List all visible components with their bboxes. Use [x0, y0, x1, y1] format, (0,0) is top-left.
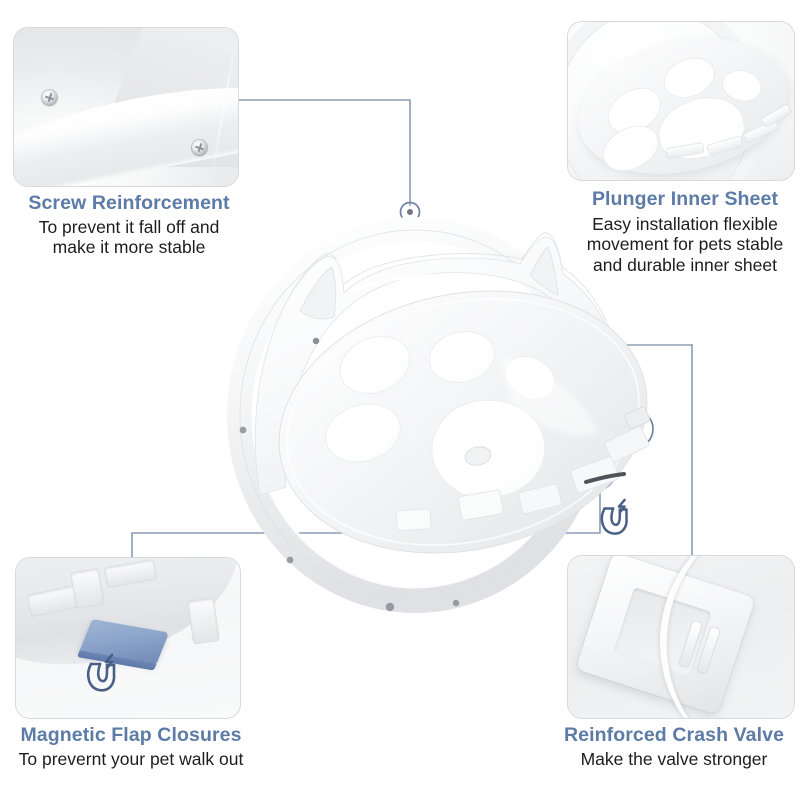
- feature-title-plunger-inner-sheet: Plunger Inner Sheet: [591, 188, 779, 210]
- magnet-icon-hero: [600, 498, 628, 535]
- inset-screw-reinforcement: [14, 28, 238, 186]
- marker-screw-dot: [407, 209, 413, 215]
- flap-latch-tabs: [395, 426, 650, 532]
- crash-valve-latch: [624, 406, 651, 430]
- feature-body-screw-reinforcement: To prevent it fall off and make it more …: [38, 216, 220, 258]
- caption-reinforced-crash-valve: Reinforced Crash Valve Make the valve st…: [548, 724, 800, 769]
- cat-ear-head-frame: [255, 232, 623, 496]
- inset-magnetic-flap-closure: [16, 558, 240, 718]
- magnet-icon: [86, 653, 116, 692]
- feature-title-reinforced-crash-valve: Reinforced Crash Valve: [563, 724, 785, 746]
- wire-screw-reinforcement: [237, 99, 411, 206]
- inset-reinforced-crash-valve: [568, 556, 794, 718]
- screw-icon-1: [42, 90, 57, 105]
- feature-title-magnetic-flap-closures: Magnetic Flap Closures: [20, 724, 242, 746]
- feature-body-magnetic-flap-closures: To prevernt your pet walk out: [18, 748, 244, 769]
- screw-icon-2: [192, 140, 207, 155]
- paw-pads: [325, 331, 556, 499]
- feature-body-reinforced-crash-valve: Make the valve stronger: [580, 748, 768, 769]
- caption-plunger-inner-sheet: Plunger Inner Sheet Easy installation fl…: [570, 188, 800, 276]
- caption-screw-reinforcement: Screw Reinforcement To prevent it fall o…: [0, 192, 258, 258]
- feature-body-plunger-inner-sheet: Easy installation flexible movement for …: [586, 213, 784, 276]
- paw-print-flap: [278, 290, 651, 554]
- magnet-strip: [584, 472, 626, 484]
- feature-title-screw-reinforcement: Screw Reinforcement: [28, 192, 230, 214]
- inset-plunger-inner-sheet: [568, 22, 794, 180]
- caption-magnetic-flap-closures: Magnetic Flap Closures To prevernt your …: [0, 724, 262, 769]
- hero-product-image: [200, 175, 720, 645]
- plunger-knob: [464, 446, 492, 466]
